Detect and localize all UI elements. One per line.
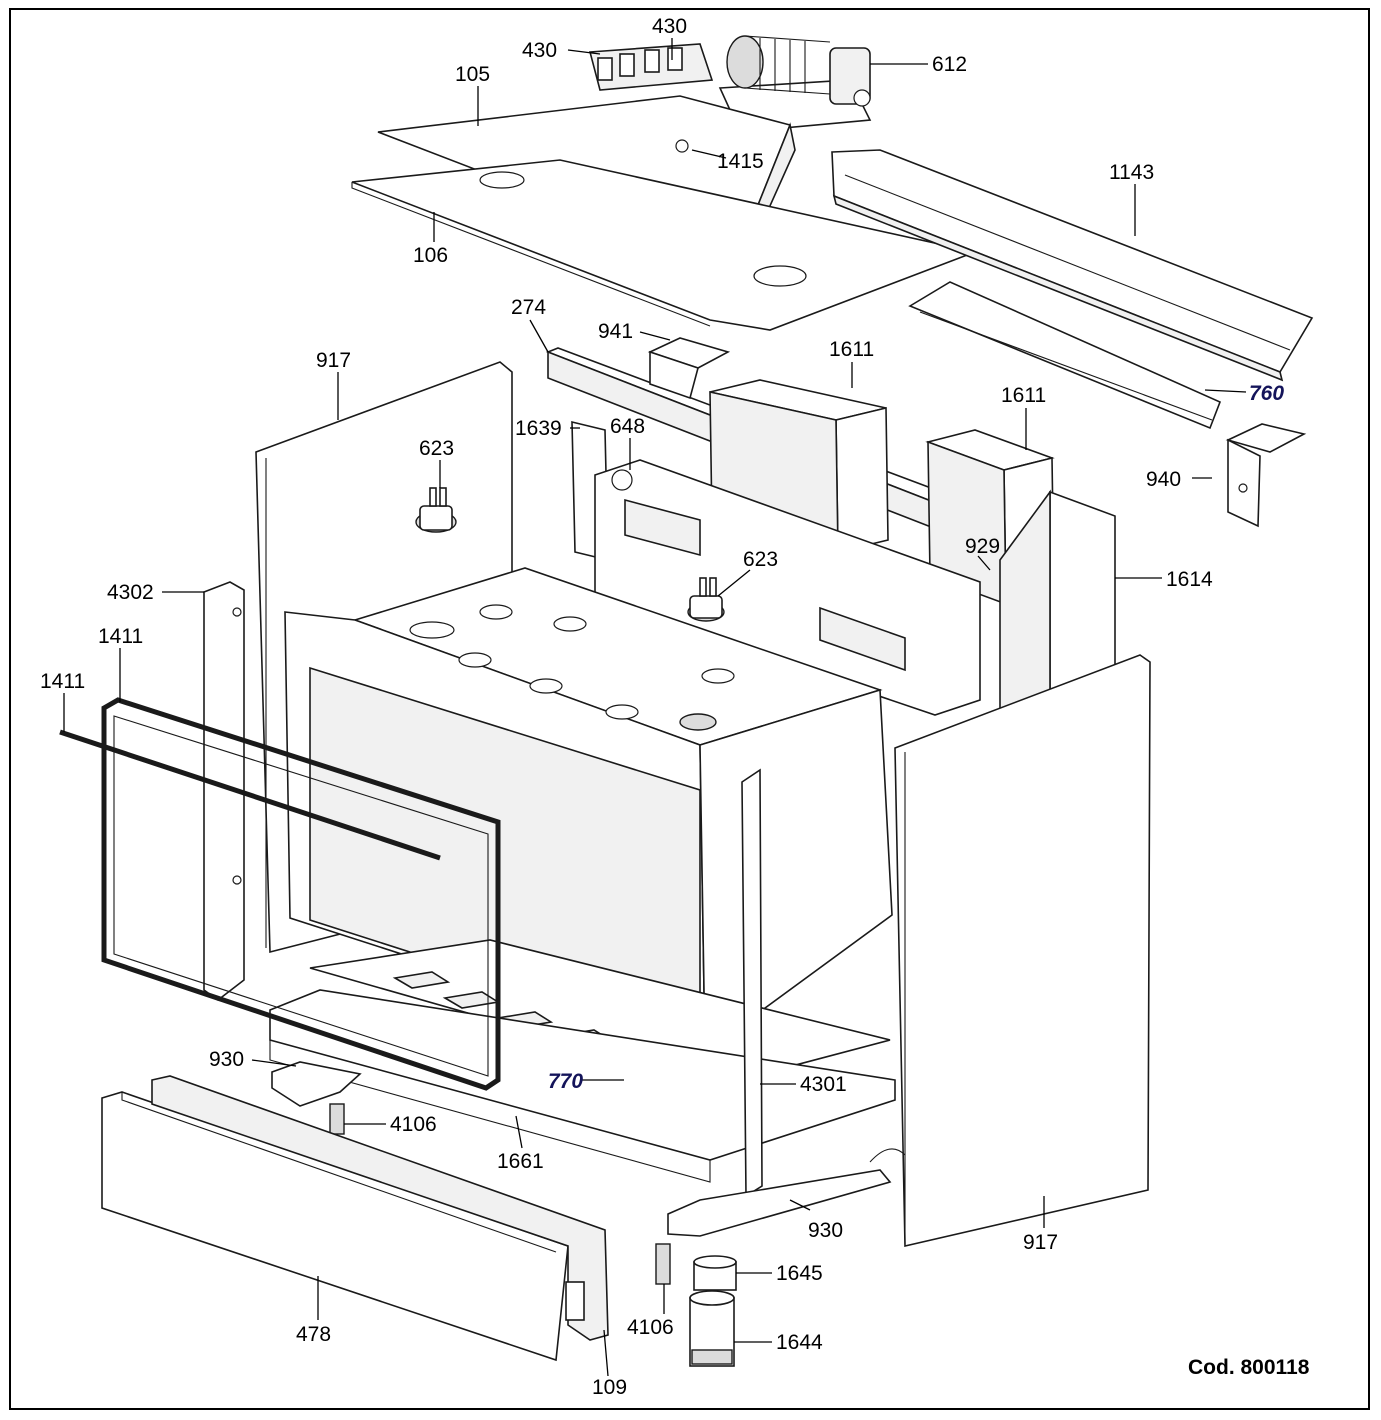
callout-760: 760 bbox=[1249, 382, 1284, 405]
callout-labels: 430 430 612 105 1415 1143 106 274 941 16… bbox=[40, 15, 1310, 1399]
hinge-4106-right bbox=[655, 1243, 671, 1285]
callout-105: 105 bbox=[455, 63, 490, 86]
hinge-bracket-930-right bbox=[667, 1148, 906, 1237]
code-label: Cod. 800118 bbox=[1188, 1356, 1310, 1379]
callout-917-b: 917 bbox=[1023, 1231, 1058, 1254]
callout-1645: 1645 bbox=[776, 1262, 823, 1285]
callout-612: 612 bbox=[932, 53, 967, 76]
callout-917-a: 917 bbox=[316, 349, 351, 372]
callout-1661: 1661 bbox=[497, 1150, 544, 1173]
callout-4302: 4302 bbox=[107, 581, 154, 604]
callout-4106-b: 4106 bbox=[627, 1316, 674, 1339]
callout-929: 929 bbox=[965, 535, 1000, 558]
callout-930-b: 930 bbox=[808, 1219, 843, 1242]
diagram-frame bbox=[9, 8, 1370, 1410]
callout-4301: 4301 bbox=[800, 1073, 847, 1096]
hinge-4106-left bbox=[329, 1103, 345, 1135]
drawer-body-109 bbox=[151, 1075, 609, 1341]
bracket-4302 bbox=[203, 581, 245, 1001]
callout-1644: 1644 bbox=[776, 1331, 823, 1354]
callout-1143: 1143 bbox=[1109, 161, 1154, 184]
callout-648: 648 bbox=[610, 415, 645, 438]
callout-770: 770 bbox=[548, 1070, 583, 1093]
callout-623-b: 623 bbox=[743, 548, 778, 571]
door-seal-1411-frame bbox=[101, 697, 501, 1091]
callout-623-a: 623 bbox=[419, 437, 454, 460]
callout-1639: 1639 bbox=[515, 417, 562, 440]
bracket-4301 bbox=[741, 768, 763, 1198]
foot-1644 bbox=[689, 1290, 735, 1367]
thermostat-623-upper bbox=[415, 487, 457, 533]
drawer-front-478 bbox=[101, 1091, 569, 1362]
callout-274: 274 bbox=[511, 296, 546, 319]
back-panel-1614 bbox=[999, 489, 1116, 714]
callout-1614: 1614 bbox=[1166, 568, 1213, 591]
callout-4106-a: 4106 bbox=[390, 1113, 437, 1136]
callout-941: 941 bbox=[598, 320, 633, 343]
top-plate-106 bbox=[351, 159, 978, 331]
bracket-940 bbox=[1225, 423, 1307, 528]
callout-1411-b: 1411 bbox=[40, 670, 85, 693]
front-frame-1661 bbox=[269, 989, 896, 1183]
foot-cap-1645 bbox=[693, 1255, 737, 1291]
leader-lines bbox=[63, 38, 1247, 1377]
callout-430-a: 430 bbox=[522, 39, 557, 62]
side-panel-917-right bbox=[894, 654, 1151, 1248]
switch-block-430 bbox=[588, 43, 714, 91]
callout-1411-a: 1411 bbox=[98, 625, 143, 648]
callout-930-a: 930 bbox=[209, 1048, 244, 1071]
thermostat-623-lower bbox=[687, 577, 725, 622]
callout-106: 106 bbox=[413, 244, 448, 267]
oven-cavity bbox=[284, 567, 893, 1054]
callout-478: 478 bbox=[296, 1323, 331, 1346]
control-panel-1143 bbox=[831, 149, 1314, 382]
trim-strip-760 bbox=[908, 281, 1222, 430]
callout-109: 109 bbox=[592, 1376, 627, 1399]
bracket-941 bbox=[647, 337, 731, 400]
rear-frame-1639 bbox=[571, 420, 981, 716]
callout-430-b: 430 bbox=[652, 15, 687, 38]
callout-1611-b: 1611 bbox=[1001, 384, 1046, 407]
hinge-bracket-930-left bbox=[271, 1061, 362, 1107]
callout-940: 940 bbox=[1146, 468, 1181, 491]
callout-1415: 1415 bbox=[717, 150, 764, 173]
callout-1611-a: 1611 bbox=[829, 338, 874, 361]
door-seal-1411-strip bbox=[59, 729, 441, 861]
